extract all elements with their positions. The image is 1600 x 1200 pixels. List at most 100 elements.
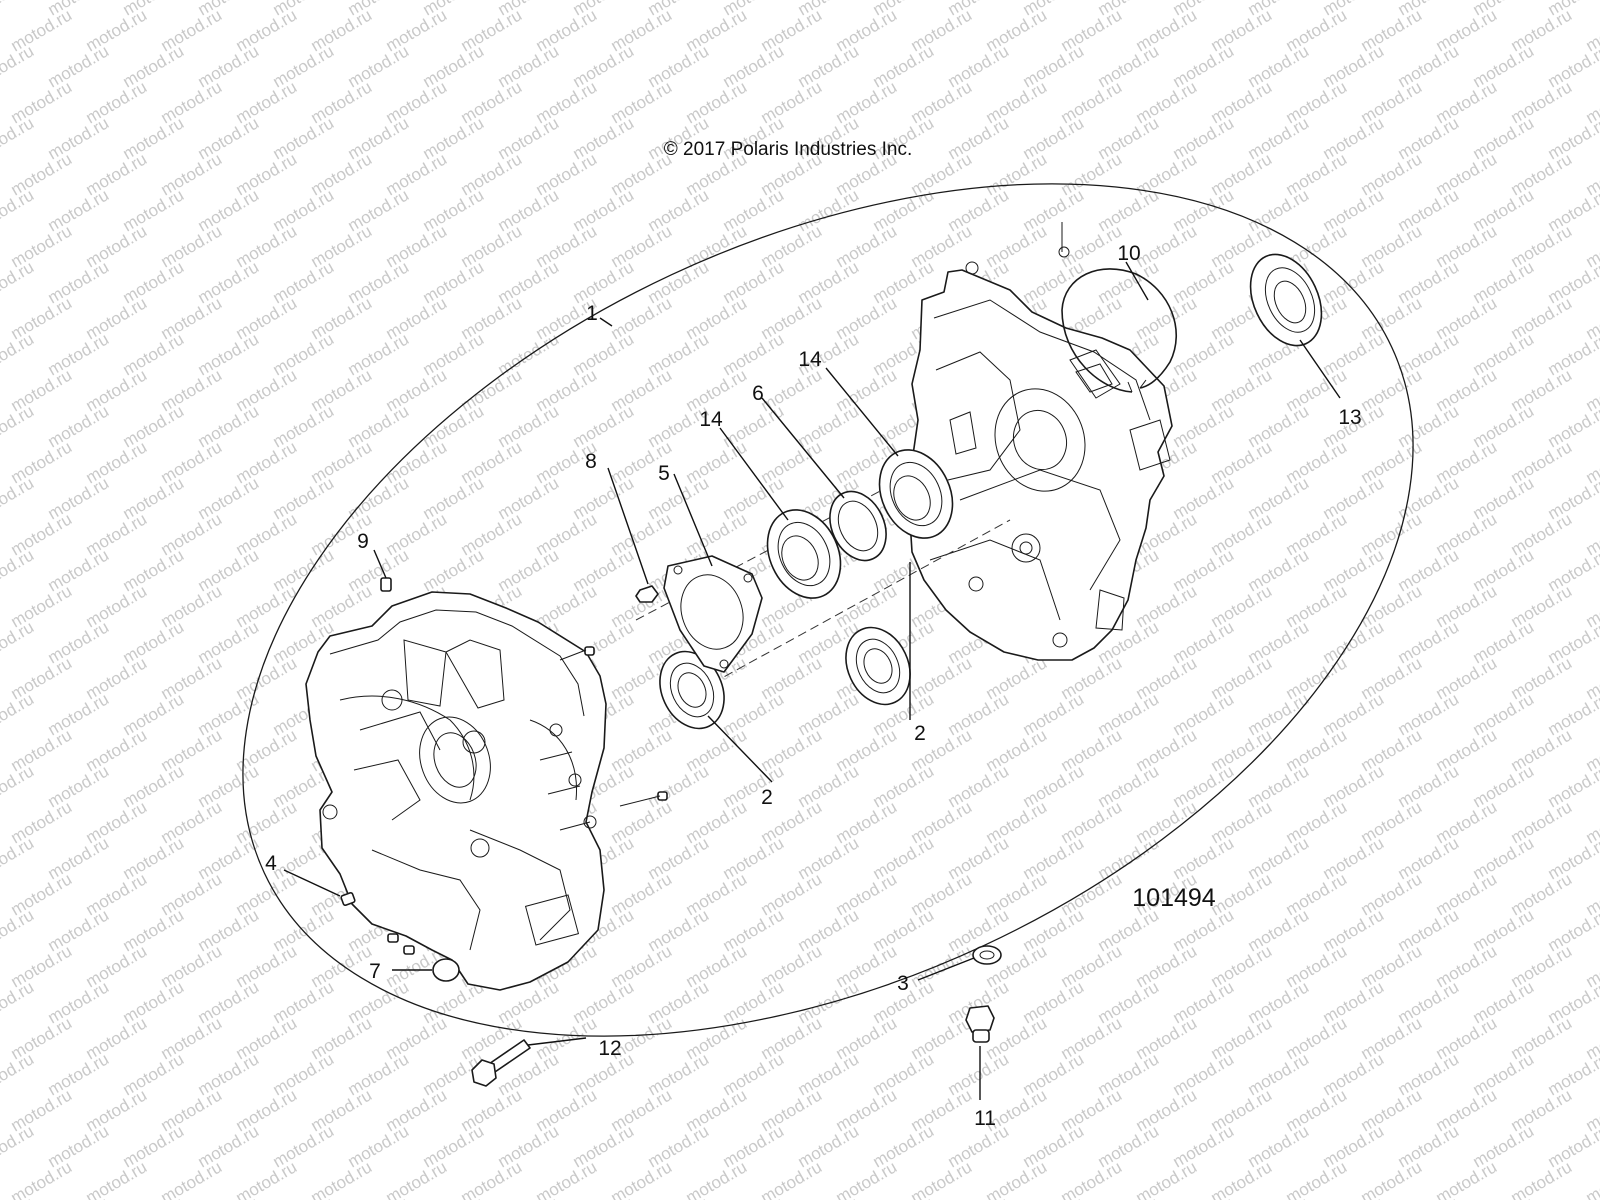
callout-labels: 1 8 5 14 6 14 10 13 9 4 7 2 2 3 11 12 [265,242,1362,1130]
watermark-text: motod.ru [870,1193,938,1200]
watermark-text: motod.ru [1283,1157,1351,1200]
watermark-text: motod.ru [1358,1157,1426,1200]
watermark-text: motod.ru [0,1049,37,1099]
dowel-pin-4 [340,892,356,906]
crankcase-left-half [305,591,607,991]
drain-plug-11 [965,1005,995,1043]
callout-8: 8 [585,450,597,473]
watermark-text: motod.ru [945,1193,1013,1200]
watermark-text: motod.ru [833,1157,901,1200]
washer-3 [972,945,1002,965]
watermark-text: motod.ru [83,1157,151,1200]
watermark-text: motod.ru [645,1193,713,1200]
dowel-pin [387,933,399,943]
bearing-14-right [878,449,954,539]
watermark-text: motod.ru [345,1193,413,1200]
callout-7: 7 [369,960,381,983]
watermark-text: motod.ru [495,1193,563,1200]
watermark-text: motod.ru [795,1193,863,1200]
watermark-text: motod.ru [195,1193,263,1200]
pin-leader [559,649,661,807]
ring-6 [829,490,887,562]
bearing-2-left [659,650,725,730]
watermark-text: motod.ru [0,473,37,523]
bearing-2-right [845,626,911,706]
callout-4: 4 [265,852,277,875]
leader-lines [283,261,1341,1100]
watermark-text: motod.ru [0,0,37,19]
watermark-text: motod.ru [1208,1157,1276,1200]
callout-11: 11 [974,1107,996,1130]
watermark-text: motod.ru [758,1157,826,1200]
watermark-text: motod.ru [0,617,37,667]
shaft-axis-line [699,519,1011,691]
watermark-text: motod.ru [0,977,37,1027]
dowel-pin-9 [380,577,392,592]
watermark-text: motod.ru [0,257,37,307]
watermark-text: motod.ru [1058,1157,1126,1200]
watermark-text: motod.ru [0,41,37,91]
assembly-boundary-ellipse [242,183,1414,1037]
watermark-text: motod.ru [1170,1193,1238,1200]
watermark-text: motod.ru [1245,1193,1313,1200]
watermark-text: motod.ru [158,1157,226,1200]
watermark-text: motod.ru [0,401,37,451]
watermark-text: motod.ru [0,113,37,163]
watermark-text: motod.ru [120,1193,188,1200]
watermark-text: motod.ru [0,185,37,235]
watermark-text: motod.ru [1133,1157,1201,1200]
drawing-number: 101494 [1132,884,1216,912]
plug-7 [432,958,460,982]
bolt-12 [471,1039,531,1087]
gasket-plate-5 [663,555,763,673]
callout-6: 6 [752,382,764,405]
watermark-text: motod.ru [270,1193,338,1200]
callout-3: 3 [897,972,909,995]
watermark-text: motod.ru [308,1157,376,1200]
watermark-text: motod.ru [45,1193,113,1200]
watermark-text: motod.ru [683,1157,751,1200]
watermark-text: motod.ru [233,1157,301,1200]
callout-14-left: 14 [699,408,723,431]
watermark-text: motod.ru [0,1121,37,1171]
callout-12: 12 [598,1037,621,1060]
retaining-ring-10 [1061,268,1178,393]
watermark-text: motod.ru [0,689,37,739]
watermark-text: motod.ru [0,761,37,811]
callout-5: 5 [658,462,670,485]
crankcase-right-half [909,222,1173,661]
watermark-text: motod.ru [1020,1193,1088,1200]
nut-8 [635,585,659,603]
callout-2-right: 2 [914,722,926,745]
watermark-text: motod.ru [458,1157,526,1200]
watermark-text: motod.ru [383,1157,451,1200]
watermark-text: motod.ru [720,1193,788,1200]
watermark-text: motod.ru [1433,1157,1501,1200]
watermark-text: motod.ru [908,1157,976,1200]
callout-9: 9 [357,530,369,553]
watermark-text: motod.ru [0,833,37,883]
callout-1: 1 [586,302,598,325]
copyright-text: © 2017 Polaris Industries Inc. [664,139,912,160]
watermark-text: motod.ru [0,545,37,595]
seal-13 [1249,253,1323,347]
watermark-text: motod.ru [8,1157,76,1200]
callout-13: 13 [1338,406,1361,429]
watermark-text: motod.ru [1095,1193,1163,1200]
bearing-14-left [766,509,842,599]
watermark-text: motod.ru [1395,1193,1463,1200]
callout-10: 10 [1117,242,1140,265]
watermark-text: motod.ru [1583,1157,1600,1200]
watermark-text: motod.ru [420,1193,488,1200]
watermark-text: motod.ru [533,1157,601,1200]
callout-2-left: 2 [761,786,773,809]
callout-14-right: 14 [798,348,822,371]
watermark-text: motod.ru [1320,1193,1388,1200]
watermark-text: motod.ru [0,905,37,955]
dowel-pin [403,945,415,955]
watermark-text: motod.ru [608,1157,676,1200]
watermark-text: motod.ru [570,1193,638,1200]
watermark-text: motod.ru [0,329,37,379]
